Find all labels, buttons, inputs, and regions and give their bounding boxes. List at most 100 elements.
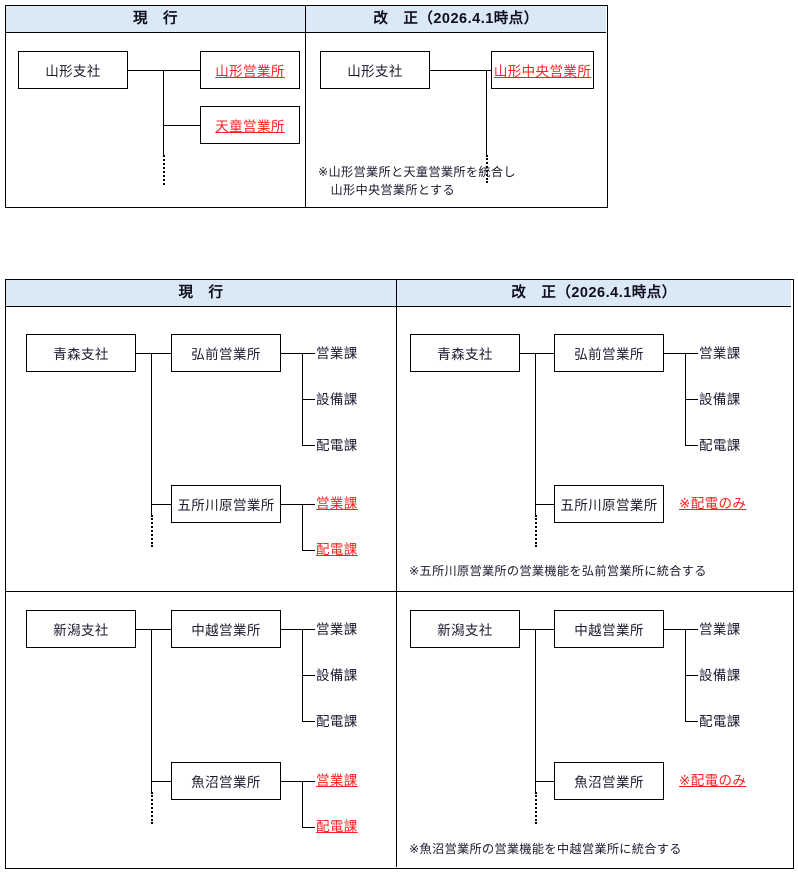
connector-aomori-rev-dept-0-1 [685, 399, 698, 400]
box-branch-yamagata-revised[interactable]: 山形支社 [320, 51, 430, 89]
leaf-niigata-rev-dept-0-0: 営業課 [699, 622, 741, 637]
leaf-niigata-rev-dept-0-1: 設備課 [699, 668, 741, 683]
box-branch-niigata[interactable]: 新潟支社 [26, 610, 136, 648]
leaf-aomori-dept-1-1: 配電課 [316, 542, 358, 557]
leaf-aomori-dept-0-0: 営業課 [316, 346, 358, 361]
connector-niigata-dept-1-0 [302, 781, 315, 782]
box-office-niigata-revised-0[interactable]: 中越営業所 [554, 610, 664, 648]
connector-niigata-bus-office-1 [151, 781, 173, 782]
connector-bus-continues-revised [486, 155, 488, 183]
connector-niigata-rev-bus-continues [535, 792, 537, 824]
section-aomori: 青森支社 弘前営業所 営業課 設備課 配電課 五所川原営業所 [6, 307, 793, 592]
connector-branch-bus [128, 70, 164, 71]
cell-current-niigata: 新潟支社 中越営業所 営業課 設備課 配電課 魚沼営業所 [6, 592, 397, 867]
box-branch-aomori[interactable]: 青森支社 [26, 334, 136, 372]
connector-bus-vertical [163, 70, 164, 155]
connector-aomori-rev-bus-office-1 [535, 504, 555, 505]
connector-aomori-office1-vbus [302, 504, 303, 550]
note-aomori: ※五所川原営業所の営業機能を弘前営業所に統合する [409, 564, 707, 578]
connector-aomori-office0-bus [281, 353, 303, 354]
table-aomori-niigata: 現 行 改 正（2026.4.1時点） 青森支社 弘前営業所 営業課 設備課 [5, 279, 794, 869]
connector-aomori-dept-0-0 [302, 353, 315, 354]
box-branch-niigata-revised[interactable]: 新潟支社 [410, 610, 520, 648]
cell-current-yamagata: 山形支社 山形営業所 天童営業所 [6, 33, 306, 207]
connector-bus-vertical-revised [486, 70, 487, 155]
table-yamagata-header-row: 現 行 改 正（2026.4.1時点） [6, 6, 607, 33]
note-niigata: ※魚沼営業所の営業機能を中越営業所に統合する [409, 842, 682, 856]
box-office-niigata-1[interactable]: 魚沼営業所 [171, 762, 281, 800]
leaf-niigata-dept-1-1: 配電課 [316, 819, 358, 834]
connector-aomori-rev-dept-0-0 [685, 353, 698, 354]
box-branch-aomori-revised[interactable]: 青森支社 [410, 334, 520, 372]
table-yamagata: 現 行 改 正（2026.4.1時点） 山形支社 山形営業所 天童営業所 [5, 5, 608, 208]
cell-revised-aomori: 青森支社 弘前営業所 営業課 設備課 配電課 五所川原営業所 ※配電のみ ※五所… [397, 307, 791, 591]
header-current-table2: 現 行 [6, 280, 397, 307]
section-niigata: 新潟支社 中越営業所 営業課 設備課 配電課 魚沼営業所 [6, 592, 793, 867]
table2-header-row: 現 行 改 正（2026.4.1時点） [6, 280, 793, 307]
leaf-aomori-dept-0-2: 配電課 [316, 438, 358, 453]
connector-aomori-dept-1-0 [302, 504, 315, 505]
box-office-yamagata-0[interactable]: 山形営業所 [200, 51, 300, 89]
leaf-aomori-dept-1-0: 営業課 [316, 496, 358, 511]
note-yamagata: ※山形営業所と天童営業所を統合し 山形中央営業所とする [318, 165, 516, 197]
connector-aomori-dept-0-1 [302, 399, 315, 400]
connector-niigata-dept-0-2 [302, 721, 315, 722]
box-office-yamagata-1[interactable]: 天童営業所 [200, 106, 300, 144]
connector-aomori-office1-bus [281, 504, 303, 505]
table-yamagata-body-row: 山形支社 山形営業所 天童営業所 山形支社 山形 [6, 33, 607, 207]
box-office-aomori-0[interactable]: 弘前営業所 [171, 334, 281, 372]
connector-niigata-rev-dept-0-1 [685, 675, 698, 676]
leaf-niigata-dept-0-1: 設備課 [316, 668, 358, 683]
connector-niigata-office1-vbus [302, 781, 303, 827]
connector-aomori-rev-dept-0-2 [685, 445, 698, 446]
connector-niigata-dept-0-1 [302, 675, 315, 676]
box-office-aomori-revised-0[interactable]: 弘前営業所 [554, 334, 664, 372]
connector-niigata-dept-0-0 [302, 629, 315, 630]
connector-bus-office-0 [163, 70, 201, 71]
leaf-niigata-rev-dept-1-0: ※配電のみ [679, 773, 747, 788]
connector-branch-bus-revised [430, 70, 487, 71]
leaf-niigata-rev-dept-0-2: 配電課 [699, 714, 741, 729]
connector-niigata-rev-bus-office-1 [535, 781, 555, 782]
connector-niigata-rev-dept-0-0 [685, 629, 698, 630]
connector-aomori-bus-office-0 [151, 353, 173, 354]
connector-bus-continues [163, 155, 165, 185]
leaf-niigata-dept-1-0: 営業課 [316, 773, 358, 788]
leaf-niigata-dept-0-0: 営業課 [316, 622, 358, 637]
connector-aomori-bus-continues [151, 515, 153, 547]
connector-niigata-bus-continues [151, 792, 153, 824]
leaf-aomori-rev-dept-1-0: ※配電のみ [679, 496, 747, 511]
connector-niigata-dept-1-1 [302, 827, 315, 828]
leaf-aomori-rev-dept-0-0: 営業課 [699, 346, 741, 361]
connector-aomori-rev-bus-continues [535, 515, 537, 547]
connector-niigata-bus-office-0 [151, 629, 173, 630]
cell-revised-yamagata: 山形支社 山形中央営業所 ※山形営業所と天童営業所を統合し 山形中央営業所とする [306, 33, 606, 207]
cell-current-aomori: 青森支社 弘前営業所 営業課 設備課 配電課 五所川原営業所 [6, 307, 397, 591]
header-current-yamagata: 現 行 [6, 6, 306, 33]
box-office-aomori-revised-1[interactable]: 五所川原営業所 [554, 485, 664, 523]
leaf-aomori-dept-0-1: 設備課 [316, 392, 358, 407]
header-revised-table2: 改 正（2026.4.1時点） [397, 280, 792, 307]
box-office-aomori-1[interactable]: 五所川原営業所 [171, 485, 281, 523]
connector-niigata-bus [151, 629, 152, 792]
leaf-aomori-rev-dept-0-1: 設備課 [699, 392, 741, 407]
box-branch-yamagata[interactable]: 山形支社 [18, 51, 128, 89]
box-office-yamagata-revised-0[interactable]: 山形中央営業所 [491, 51, 594, 89]
header-revised-yamagata: 改 正（2026.4.1時点） [306, 6, 607, 33]
connector-bus-office-revised-0 [486, 70, 492, 71]
connector-aomori-bus [151, 353, 152, 515]
connector-niigata-rev-dept-0-2 [685, 721, 698, 722]
box-office-niigata-0[interactable]: 中越営業所 [171, 610, 281, 648]
connector-niigata-rev-bus [535, 629, 536, 792]
box-office-niigata-revised-1[interactable]: 魚沼営業所 [554, 762, 664, 800]
connector-aomori-rev-office0-bus [664, 353, 686, 354]
leaf-niigata-dept-0-2: 配電課 [316, 714, 358, 729]
connector-niigata-office1-bus [281, 781, 303, 782]
connector-aomori-bus-office-1 [151, 504, 173, 505]
connector-bus-office-1 [163, 125, 201, 126]
connector-aomori-rev-bus-office-0 [535, 353, 555, 354]
cell-revised-niigata: 新潟支社 中越営業所 営業課 設備課 配電課 魚沼営業所 ※配電のみ ※魚沼営業… [397, 592, 791, 867]
connector-niigata-rev-bus-office-0 [535, 629, 555, 630]
connector-aomori-dept-0-2 [302, 445, 315, 446]
